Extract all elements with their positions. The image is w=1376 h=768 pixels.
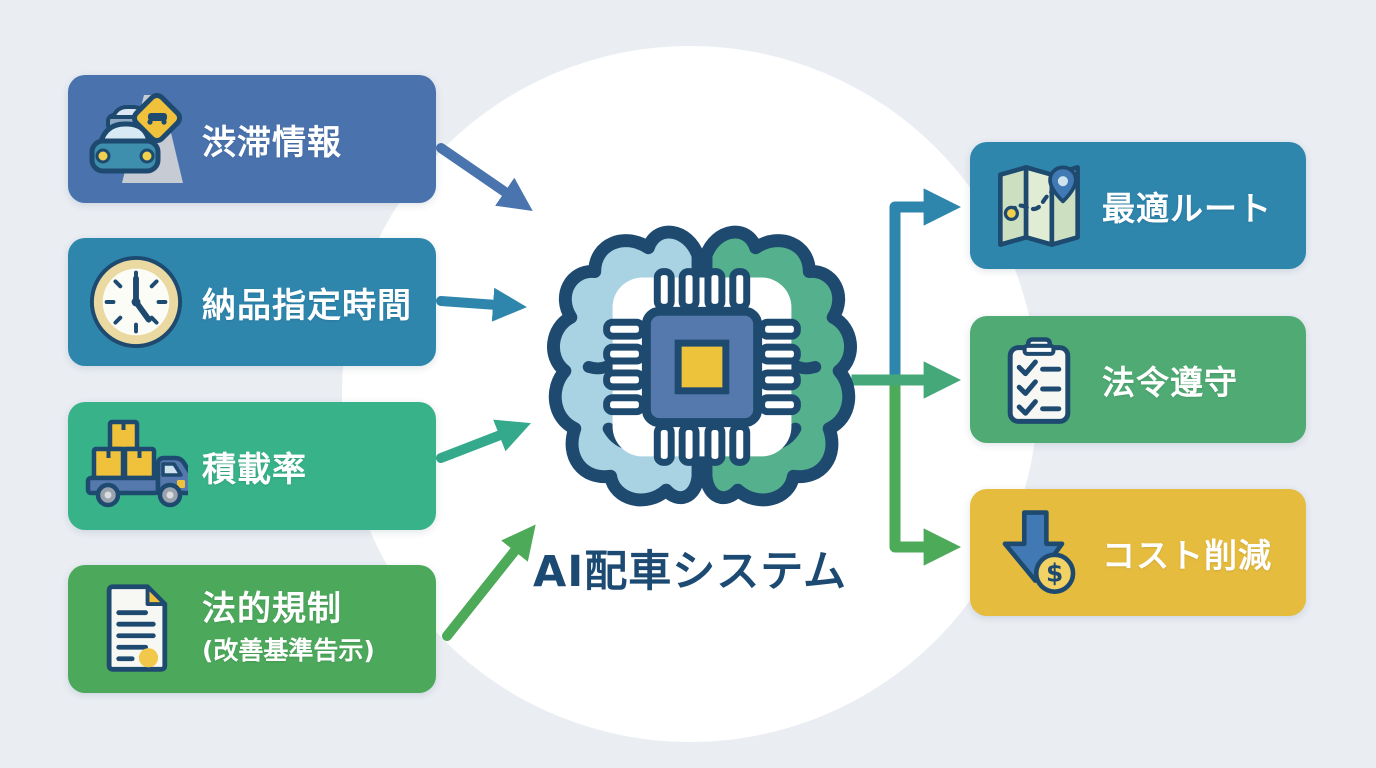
- output-box-route: 最適ルート: [970, 142, 1306, 269]
- document-icon: [84, 577, 188, 681]
- connector-top-branch: [889, 188, 961, 386]
- chip-icon: [603, 268, 801, 466]
- input-box-legal: 法的規制 (改善基準告示): [68, 565, 436, 693]
- map-route-icon: [992, 159, 1086, 253]
- truck-load-icon: [84, 414, 188, 518]
- output-label-compliance: 法令遵守: [1102, 362, 1238, 402]
- traffic-jam-icon: [84, 87, 188, 191]
- input-box-load-factor: 積載率: [68, 402, 436, 530]
- ai-brain-chip-icon: [547, 225, 857, 507]
- input-label-load-factor: 積載率: [202, 449, 307, 490]
- center-title: AI配車システム: [533, 547, 847, 597]
- arrow-traffic-to-brain: [436, 143, 533, 211]
- output-label-cost: コスト削減: [1102, 535, 1272, 575]
- input-label-legal: 法的規制 (改善基準告示): [202, 589, 375, 666]
- input-label-traffic: 渋滞情報: [202, 122, 342, 163]
- arrow-load-to-brain: [436, 419, 531, 463]
- clock-icon: [84, 250, 188, 354]
- input-label-legal-main: 法的規制: [202, 589, 342, 630]
- output-box-compliance: 法令遵守: [970, 316, 1306, 443]
- arrow-legal-to-brain: [442, 524, 536, 641]
- clipboard-check-icon: [992, 333, 1086, 427]
- input-box-delivery-time: 納品指定時間: [68, 238, 436, 366]
- arrow-time-to-brain: [436, 287, 527, 322]
- output-connector: [851, 188, 961, 566]
- svg-text:$: $: [1046, 558, 1063, 587]
- cost-down-icon: $: [992, 506, 1086, 600]
- input-arrows: [436, 143, 536, 641]
- connector-bottom-branch: [889, 374, 961, 566]
- input-label-legal-sub: (改善基準告示): [202, 635, 375, 665]
- output-label-route: 最適ルート: [1102, 188, 1272, 228]
- input-label-delivery-time: 納品指定時間: [202, 285, 412, 326]
- input-box-traffic: 渋滞情報: [68, 75, 436, 203]
- output-box-cost: $ コスト削減: [970, 489, 1306, 616]
